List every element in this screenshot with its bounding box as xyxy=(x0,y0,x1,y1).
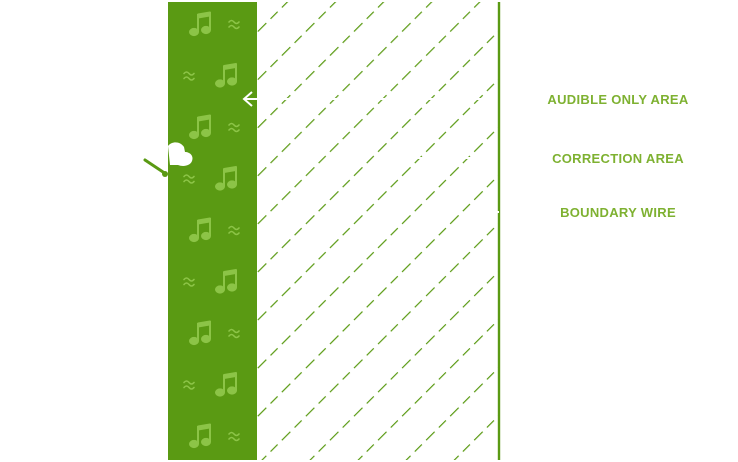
sound-wave-icon xyxy=(183,277,195,287)
music-note-icon xyxy=(189,114,211,140)
sound-wave-icon xyxy=(228,122,240,133)
correction-area xyxy=(257,2,499,460)
music-note-icon xyxy=(215,371,237,397)
sound-wave-icon xyxy=(228,225,240,236)
sound-wave-icon xyxy=(228,328,240,339)
audible-only-area xyxy=(168,2,257,460)
dog-collar-icon xyxy=(162,171,168,177)
music-note-icon xyxy=(189,320,211,346)
sound-wave-icon xyxy=(228,19,240,30)
arrow-left-icon xyxy=(242,91,253,107)
pointer-lines xyxy=(242,91,499,213)
sound-wave-icon xyxy=(183,71,195,81)
dog-leash-icon xyxy=(143,158,168,176)
dog-head-icon xyxy=(168,142,193,166)
music-note-icon xyxy=(215,268,237,294)
sound-wave-icon xyxy=(183,174,195,184)
music-note-icon xyxy=(189,11,211,37)
dog-icon xyxy=(143,142,193,177)
music-note-icon xyxy=(189,423,211,449)
sound-wave-icon xyxy=(183,380,195,390)
sound-icons xyxy=(183,11,240,449)
boundary-wire-label: BOUNDARY WIRE xyxy=(560,205,676,220)
audible-only-area-label: AUDIBLE ONLY AREA xyxy=(547,92,688,107)
music-note-icon xyxy=(189,217,211,243)
music-note-icon xyxy=(215,165,237,191)
sound-wave-icon xyxy=(228,431,240,442)
music-note-icon xyxy=(215,62,237,88)
correction-area-label: CORRECTION AREA xyxy=(552,151,684,166)
